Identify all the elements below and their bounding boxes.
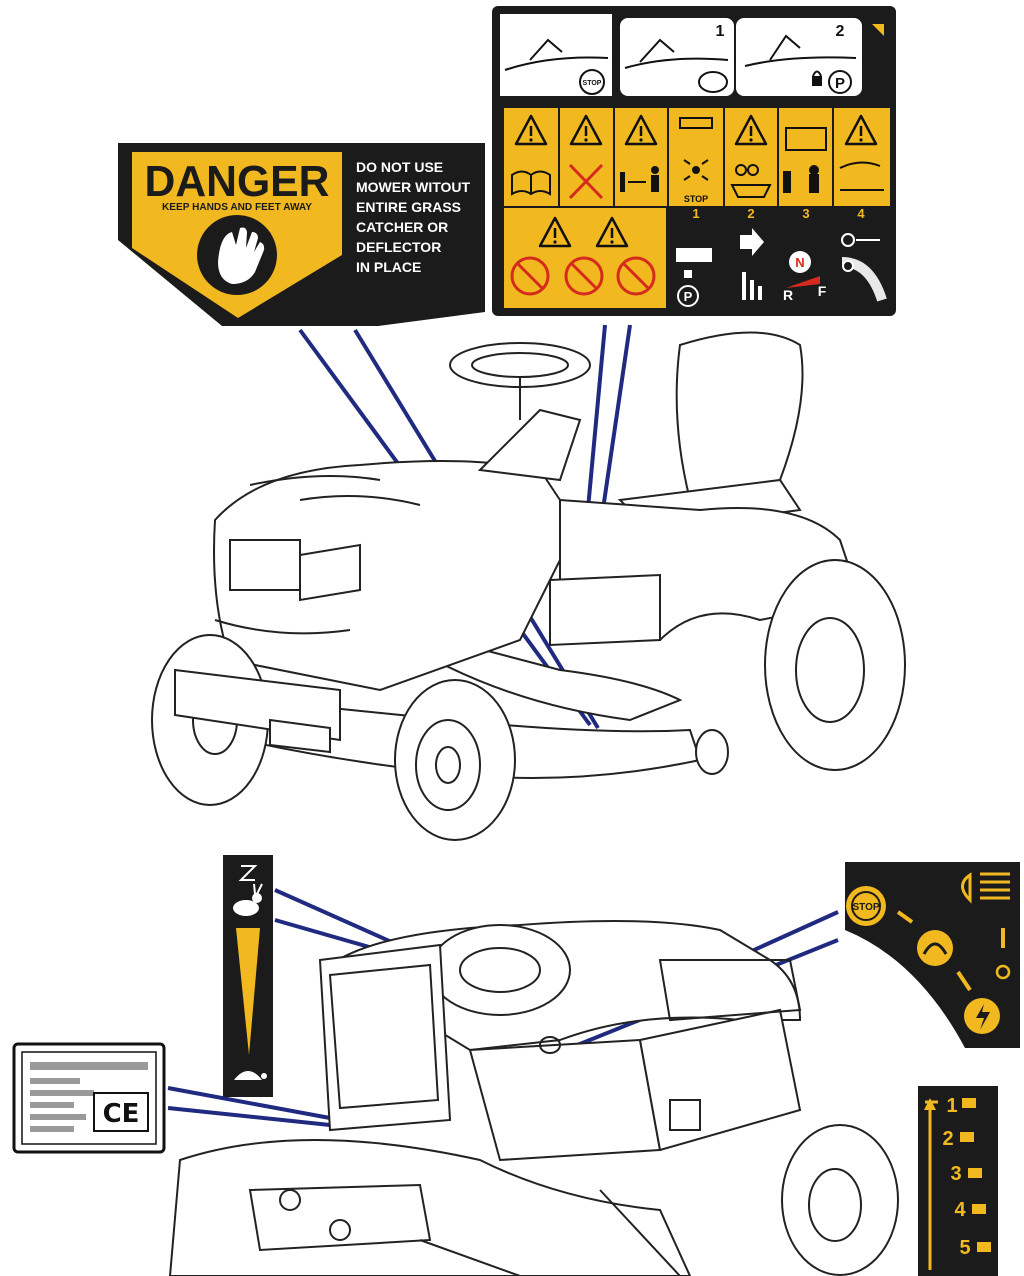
- read-manual-icon: [730, 164, 772, 198]
- keep-distance-icon: [620, 166, 659, 192]
- engine-stop-icon: [679, 117, 713, 181]
- manual-icon: [511, 170, 551, 196]
- svg-text:DO NOT USE: DO NOT USE: [356, 159, 443, 175]
- svg-text:N: N: [795, 255, 804, 270]
- svg-text:STOP: STOP: [852, 902, 879, 913]
- svg-text:CATCHER OR: CATCHER OR: [356, 219, 448, 235]
- danger-title: DANGER: [145, 157, 330, 206]
- hand-warning-icon: [197, 215, 277, 295]
- svg-text:IN PLACE: IN PLACE: [356, 259, 421, 275]
- direction-cell: N R F: [783, 251, 827, 303]
- height-level-5: 5: [959, 1237, 970, 1259]
- park-icon: P: [828, 70, 852, 94]
- id-plate: CE: [12, 1042, 166, 1154]
- engine-icon: [917, 930, 953, 966]
- park-brake-cell: P: [676, 248, 712, 307]
- lock-icon: [812, 70, 822, 86]
- rabbit-icon: [233, 883, 263, 916]
- height-level-4: 4: [954, 1199, 966, 1221]
- svg-text:ENTIRE GRASS: ENTIRE GRASS: [356, 199, 461, 215]
- danger-subtitle: KEEP HANDS AND FEET AWAY: [162, 202, 312, 213]
- svg-text:F: F: [818, 283, 827, 299]
- prohibited-slope-icon: [510, 256, 550, 296]
- prohibited-slope-icon: [564, 256, 604, 296]
- svg-text:MOWER WITOUT: MOWER WITOUT: [356, 179, 471, 195]
- blade-engage-cell: [740, 228, 764, 300]
- turtle-icon: [234, 1071, 267, 1080]
- height-level-3: 3: [950, 1163, 961, 1185]
- speed-wedge-icon: [236, 928, 260, 1055]
- mower-rear-illustration: [168, 920, 899, 1276]
- stop-icon: STOP: [846, 886, 886, 926]
- operation-decal: STOP 1 2 P: [492, 6, 896, 316]
- svg-text:2: 2: [747, 206, 754, 221]
- headlight-icon: [961, 872, 1010, 904]
- stop-button-icon: STOP: [579, 69, 605, 95]
- step-2-number: 2: [836, 23, 845, 40]
- thrown-objects-icon: [839, 161, 884, 191]
- svg-text:1: 1: [692, 206, 699, 221]
- start-icon: [964, 998, 1000, 1034]
- danger-decal: DANGER KEEP HANDS AND FEET AWAY DO NOT U…: [118, 143, 485, 326]
- svg-text:DEFLECTOR: DEFLECTOR: [356, 239, 441, 255]
- svg-text:4: 4: [857, 206, 865, 221]
- danger-warning-text: DO NOT USE MOWER WITOUT ENTIRE GRASS CAT…: [356, 159, 471, 275]
- cutting-height-decal: 1 2 3 4 5: [918, 1086, 998, 1276]
- grid-stop-label: STOP: [684, 194, 708, 204]
- svg-text:STOP: STOP: [583, 80, 602, 87]
- step-1-panel: [620, 18, 734, 96]
- arrow-icon: [872, 24, 884, 36]
- no-passenger-icon: [568, 163, 604, 200]
- prohibited-slope-icon: [616, 256, 656, 296]
- slope-warning-icon: [783, 127, 827, 193]
- throttle-decal: [223, 855, 273, 1097]
- ce-mark: CE: [103, 1099, 140, 1129]
- riding-mower-illustration: [151, 331, 906, 841]
- height-level-1: 1: [946, 1095, 957, 1117]
- key-switch-cell: [841, 233, 887, 302]
- step-1-number: 1: [716, 23, 725, 40]
- height-level-2: 2: [942, 1128, 953, 1150]
- choke-icon: [238, 865, 258, 881]
- svg-text:3: 3: [802, 206, 809, 221]
- svg-text:P: P: [835, 75, 845, 92]
- ignition-decal: STOP: [845, 862, 1020, 1048]
- svg-text:R: R: [783, 287, 793, 303]
- svg-text:P: P: [684, 289, 693, 304]
